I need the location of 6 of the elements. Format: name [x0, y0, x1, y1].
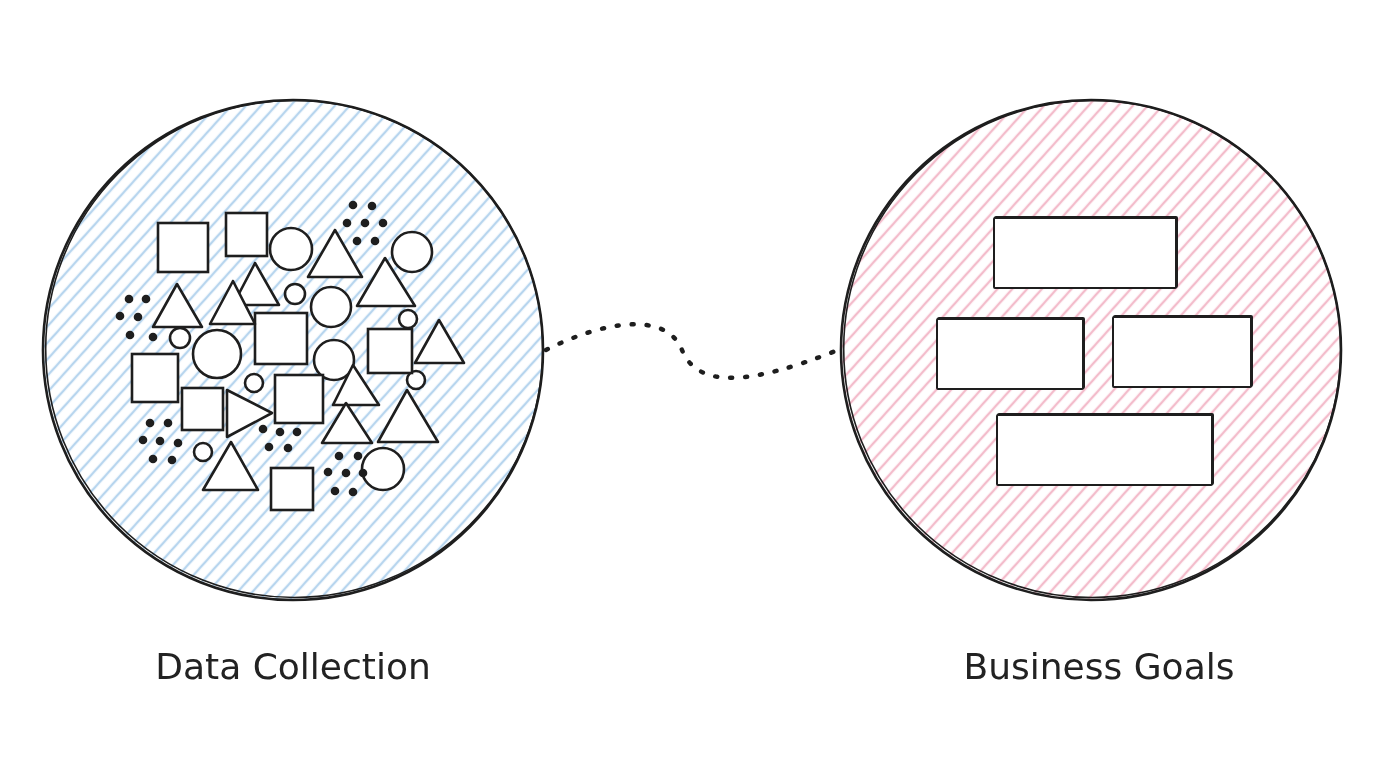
node-label: Data Collection	[155, 645, 431, 689]
empty-rectangle	[1112, 316, 1252, 388]
empty-rectangle	[936, 318, 1084, 390]
empty-rectangle	[993, 217, 1177, 289]
empty-rectangle	[996, 414, 1213, 486]
node-label: Business Goals	[963, 645, 1235, 689]
